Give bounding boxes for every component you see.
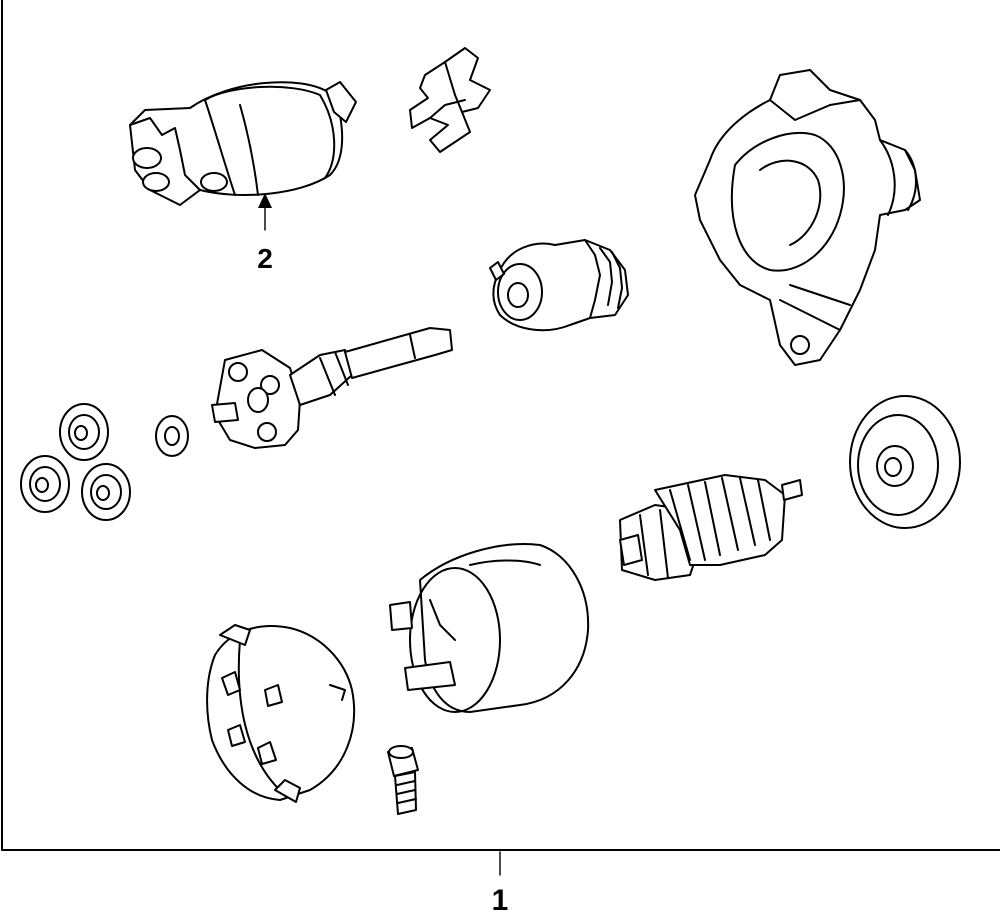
planetary-gear-left[interactable] [20,455,70,513]
callout-2-leader [258,193,272,231]
drive-housing[interactable] [694,69,921,366]
thrust-washer[interactable] [155,415,189,457]
solenoid[interactable] [129,81,357,206]
pinion-clutch[interactable] [489,239,629,332]
callout-1-label: 1 [492,884,509,917]
planetary-shaft[interactable] [211,327,453,449]
callout-2-label: 2 [257,243,273,274]
brush-clip-set[interactable] [409,47,491,153]
planetary-gear-right[interactable] [81,463,131,521]
through-bolt[interactable] [387,745,419,815]
internal-gear-cover[interactable] [849,395,961,529]
end-frame[interactable] [206,624,356,803]
field-frame[interactable] [389,543,590,713]
armature[interactable] [619,474,803,581]
assembly-frame [1,0,1000,851]
planetary-gear-top[interactable] [59,403,109,461]
